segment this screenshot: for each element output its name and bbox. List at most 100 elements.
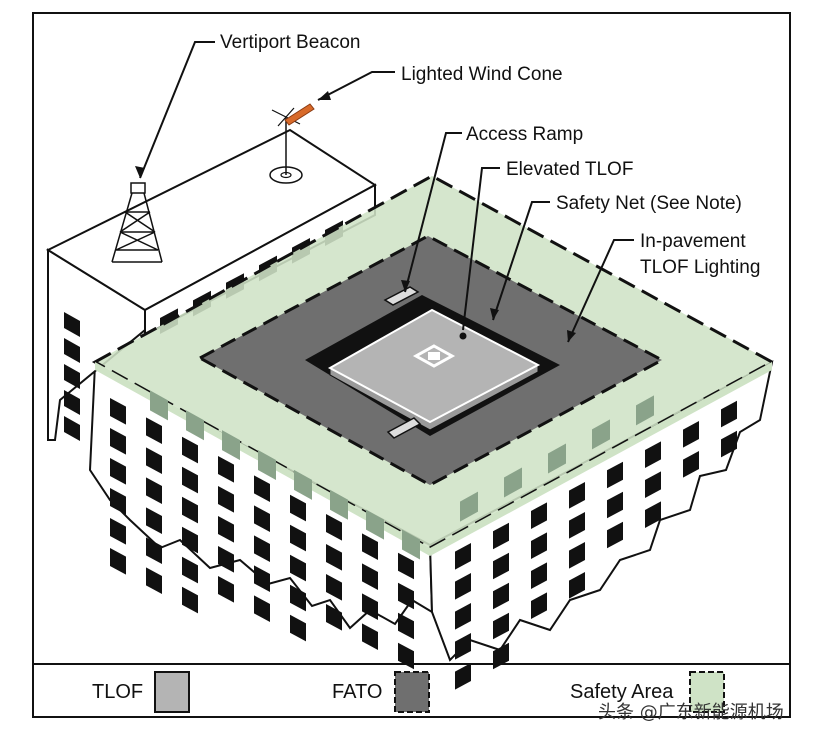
- window: [182, 586, 198, 614]
- window: [254, 595, 270, 622]
- window: [493, 522, 509, 550]
- legend-safety-area-label: Safety Area: [570, 681, 674, 703]
- window-tinted: [330, 489, 348, 520]
- window: [218, 456, 234, 483]
- window: [607, 521, 623, 549]
- window: [146, 477, 162, 504]
- window: [569, 542, 585, 569]
- window-tinted: [548, 443, 566, 474]
- window: [64, 364, 80, 389]
- window-tinted: [504, 467, 522, 498]
- window: [110, 548, 126, 575]
- window: [64, 416, 80, 441]
- window: [362, 593, 378, 620]
- window: [182, 466, 198, 494]
- legend-tlof-swatch: [154, 671, 190, 713]
- diagram-frame: [32, 12, 791, 718]
- label-elevated-tlof: Elevated TLOF: [506, 159, 633, 180]
- callout-arrowheads: [135, 91, 576, 342]
- window: [326, 604, 342, 631]
- window: [146, 537, 162, 564]
- window: [362, 623, 378, 650]
- window: [64, 338, 80, 363]
- window-tinted: [294, 469, 312, 500]
- window: [254, 535, 270, 562]
- window: [326, 514, 342, 541]
- window: [607, 491, 623, 519]
- label-in-pavement-1: In-pavement: [640, 231, 746, 252]
- wind-cone-icon: [269, 103, 315, 184]
- window: [110, 398, 126, 425]
- window-tinted: [186, 410, 204, 441]
- window: [254, 565, 270, 592]
- window: [362, 563, 378, 590]
- window: [645, 501, 661, 528]
- window: [146, 447, 162, 474]
- window: [683, 421, 699, 448]
- window: [290, 494, 306, 522]
- window: [218, 576, 234, 603]
- window: [110, 518, 126, 545]
- window: [398, 642, 414, 670]
- watermark-text: 头条 @广东新能源机场: [598, 702, 784, 723]
- window: [218, 486, 234, 513]
- window-tinted: [366, 509, 384, 540]
- window: [493, 552, 509, 580]
- window: [110, 458, 126, 485]
- window: [110, 428, 126, 455]
- window-tinted: [402, 529, 420, 560]
- window: [398, 552, 414, 580]
- label-vertiport-beacon: Vertiport Beacon: [220, 32, 360, 53]
- window: [218, 516, 234, 543]
- window: [721, 400, 737, 428]
- window: [218, 546, 234, 573]
- window: [182, 556, 198, 584]
- legend-safety-area-swatch: [689, 671, 725, 713]
- window: [531, 532, 547, 559]
- legend-fato-swatch: [394, 671, 430, 713]
- window-grid-right: [455, 400, 737, 690]
- window: [569, 512, 585, 539]
- window: [182, 436, 198, 464]
- window: [326, 574, 342, 601]
- window: [569, 572, 585, 599]
- window: [531, 502, 547, 529]
- window: [645, 441, 661, 468]
- window: [182, 496, 198, 524]
- window: [455, 603, 471, 630]
- window: [531, 562, 547, 589]
- window: [290, 614, 306, 642]
- label-in-pavement-2: TLOF Lighting: [640, 257, 760, 278]
- window: [290, 584, 306, 612]
- window: [64, 390, 80, 415]
- access-ramp-bottom: [386, 417, 422, 439]
- window: [607, 461, 623, 489]
- window: [493, 612, 509, 640]
- window: [493, 642, 509, 670]
- window-tinted: [460, 491, 478, 522]
- window: [182, 526, 198, 554]
- window: [326, 544, 342, 571]
- legend-fato-label: FATO: [332, 681, 382, 703]
- window: [254, 505, 270, 532]
- window: [362, 533, 378, 560]
- window: [455, 543, 471, 570]
- tlof-center-dot: [459, 332, 467, 340]
- window: [683, 451, 699, 478]
- label-wind-cone: Lighted Wind Cone: [401, 64, 563, 85]
- safety-area-window-tints: [150, 390, 654, 560]
- window: [64, 312, 80, 337]
- window-grid-left: [110, 398, 414, 670]
- access-ramp-top: [383, 286, 420, 306]
- label-access-ramp: Access Ramp: [466, 124, 583, 145]
- window: [493, 582, 509, 610]
- window: [110, 488, 126, 515]
- label-safety-net: Safety Net (See Note): [556, 193, 742, 214]
- tlof-marking: [412, 344, 456, 368]
- window: [455, 663, 471, 690]
- window: [455, 633, 471, 660]
- vertiport-beacon-icon: [111, 182, 163, 263]
- window-tinted: [636, 395, 654, 426]
- window: [290, 524, 306, 552]
